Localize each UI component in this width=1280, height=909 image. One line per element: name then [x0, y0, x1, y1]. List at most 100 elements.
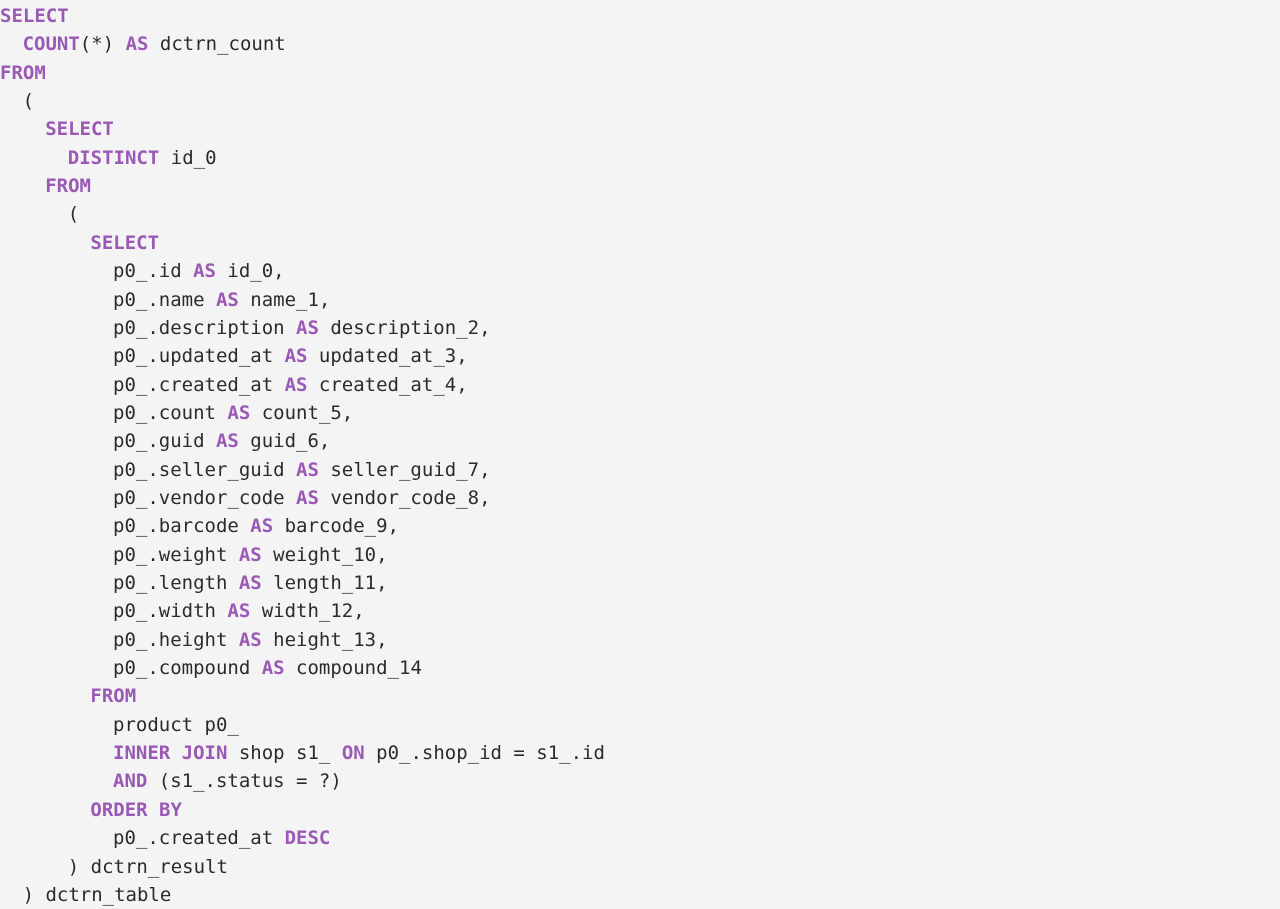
code-line: DISTINCT id_0 [68, 144, 217, 172]
sql-text: seller_guid_7, [318, 458, 491, 481]
sql-text: compound_14 [284, 657, 422, 680]
sql-text: p0_.width [113, 600, 228, 623]
code-line: p0_.name AS name_1, [113, 286, 330, 314]
sql-keyword: FROM [0, 61, 46, 84]
sql-text: ( [67, 203, 80, 226]
code-line: ORDER BY [90, 796, 182, 824]
sql-text: width_12, [250, 600, 365, 623]
code-line: p0_.height AS height_13, [113, 626, 388, 654]
sql-text: p0_.name [113, 288, 216, 311]
sql-text: p0_.shop_id = s1_.id [364, 742, 605, 765]
sql-text: p0_.updated_at [113, 345, 285, 368]
sql-text: id_0 [159, 146, 217, 169]
sql-keyword: AS [296, 486, 319, 509]
code-line: p0_.id AS id_0, [113, 257, 285, 285]
sql-text: name_1, [238, 288, 331, 311]
sql-keyword: FROM [45, 175, 91, 198]
sql-text: shop s1_ [227, 742, 342, 765]
sql-text: p0_.height [113, 628, 239, 651]
sql-text: p0_.description [113, 316, 297, 339]
sql-text: count_5, [250, 401, 354, 424]
code-line: p0_.compound AS compound_14 [113, 654, 422, 682]
sql-keyword: SELECT [45, 118, 114, 141]
sql-keyword: AS [215, 288, 239, 311]
sql-keyword: INNER [113, 742, 171, 765]
code-line: INNER JOIN shop s1_ ON p0_.shop_id = s1_… [113, 739, 605, 767]
sql-keyword: AS [238, 543, 262, 566]
sql-keyword: JOIN [181, 742, 228, 765]
sql-text: length_11, [261, 572, 388, 594]
code-line: FROM [0, 59, 46, 87]
code-line: p0_.count AS count_5, [113, 399, 353, 427]
code-line: FROM [45, 172, 91, 200]
code-line: p0_.barcode AS barcode_9, [113, 512, 399, 540]
sql-text: height_13, [261, 628, 388, 651]
sql-text: vendor_code_8, [318, 486, 491, 509]
sql-text: ( [22, 90, 35, 113]
sql-text: product p0_ [113, 713, 239, 736]
code-line: p0_.length AS length_11, [113, 569, 388, 597]
sql-keyword: SELECT [90, 231, 160, 254]
sql-keyword: AS [238, 628, 262, 651]
code-line: p0_.updated_at AS updated_at_3, [113, 342, 468, 370]
sql-keyword: AS [284, 345, 308, 368]
sql-text: p0_.weight [113, 543, 239, 566]
sql-text: p0_.compound [113, 657, 262, 680]
sql-text: created_at_4, [307, 373, 468, 396]
code-line: ( [68, 200, 79, 228]
sql-text: dctrn_count [148, 33, 286, 56]
sql-keyword: AS [227, 600, 251, 623]
sql-text: (*) [79, 33, 126, 56]
code-line: SELECT [0, 2, 69, 30]
code-line: ( [23, 87, 34, 115]
code-line: p0_.width AS width_12, [113, 597, 365, 625]
code-line: ) dctrn_result [68, 853, 228, 881]
sql-keyword: AS [238, 572, 262, 594]
sql-keyword: AS [261, 657, 285, 680]
sql-keyword: AS [250, 515, 274, 538]
code-line: product p0_ [113, 711, 239, 739]
sql-text: p0_.length [113, 572, 239, 594]
sql-text: (s1_.status = ?) [147, 770, 342, 793]
code-line: SELECT [90, 229, 159, 257]
sql-keyword: AS [296, 458, 319, 481]
sql-keyword: AS [193, 260, 216, 283]
code-line: FROM [90, 682, 136, 710]
sql-keyword: DISTINCT [67, 146, 160, 169]
sql-keyword: AS [284, 373, 308, 396]
code-line: p0_.created_at DESC [113, 824, 330, 852]
sql-keyword: COUNT [22, 33, 80, 56]
code-line: ) dctrn_table [23, 881, 172, 909]
sql-text: ) dctrn_table [22, 883, 172, 906]
sql-keyword: AND [113, 770, 148, 793]
sql-text: description_2, [318, 316, 491, 339]
code-line: p0_.description AS description_2, [113, 314, 491, 342]
sql-text: id_0, [215, 260, 285, 283]
sql-keyword: AS [215, 430, 239, 453]
sql-text: p0_.count [113, 401, 228, 424]
sql-text: p0_.created_at [113, 827, 285, 850]
sql-keyword: SELECT [0, 5, 69, 27]
sql-text [170, 742, 181, 764]
code-line: p0_.vendor_code AS vendor_code_8, [113, 484, 491, 512]
code-line: COUNT(*) AS dctrn_count [23, 30, 286, 58]
sql-keyword: ON [341, 742, 365, 765]
code-line: p0_.weight AS weight_10, [113, 541, 388, 569]
sql-text: p0_.barcode [113, 515, 251, 538]
sql-text: p0_.vendor_code [113, 486, 297, 509]
sql-keyword: FROM [90, 685, 137, 708]
sql-keyword: AS [125, 33, 149, 56]
code-line: p0_.created_at AS created_at_4, [113, 371, 468, 399]
sql-text: barcode_9, [273, 515, 400, 538]
sql-keyword: ORDER BY [90, 798, 182, 821]
sql-text: updated_at_3, [307, 345, 468, 368]
sql-keyword: DESC [284, 827, 331, 850]
sql-text: p0_.created_at [113, 373, 285, 396]
code-line: p0_.guid AS guid_6, [113, 427, 330, 455]
code-line: p0_.seller_guid AS seller_guid_7, [113, 456, 491, 484]
code-line: SELECT [45, 115, 114, 143]
sql-text: weight_10, [261, 543, 388, 566]
sql-text: guid_6, [238, 430, 331, 453]
sql-text: p0_.id [113, 260, 194, 283]
